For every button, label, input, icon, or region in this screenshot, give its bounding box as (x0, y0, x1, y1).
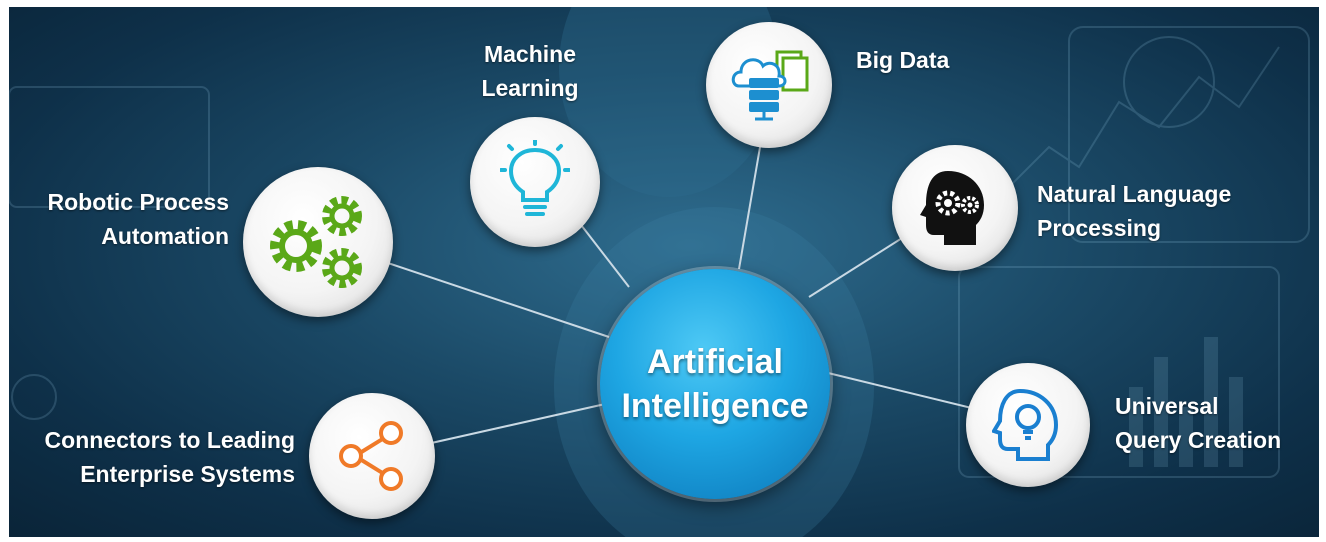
head-gears-icon (920, 171, 984, 245)
connectors-node (309, 393, 435, 519)
diagram-canvas: Machine Learning Big Data (9, 7, 1319, 537)
connectors-line2: Enterprise Systems (80, 461, 295, 487)
cloud-server-icon (731, 50, 809, 121)
universal-query-creation-node (966, 363, 1090, 487)
universal-query-line2: Query Creation (1115, 427, 1282, 453)
share-icon (339, 421, 403, 491)
gears-icon (270, 196, 362, 288)
big-data-line1: Big Data (856, 47, 950, 73)
hub-title-line2: Intelligence (621, 387, 809, 425)
big-data-node (706, 22, 832, 148)
big-data-label: Big Data (856, 43, 949, 77)
natural-language-processing-node (892, 145, 1018, 271)
head-bulb-icon (992, 388, 1059, 461)
natural-language-line1: Natural Language (1037, 181, 1232, 207)
robotic-process-automation-node (243, 167, 393, 317)
connectors-label: Connectors to Leading Enterprise Systems (15, 423, 295, 491)
robotic-process-automation-label: Robotic Process Automation (19, 185, 230, 253)
robotic-process-line2: Automation (101, 223, 229, 249)
lightbulb-icon (500, 140, 570, 216)
natural-language-line2: Processing (1037, 215, 1161, 241)
machine-learning-line1: Machine (483, 41, 577, 67)
artificial-intelligence-hub: Artificial Intelligence (600, 269, 830, 499)
robotic-process-line1: Robotic Process (47, 189, 230, 215)
machine-learning-label: Machine Learning (465, 37, 595, 105)
natural-language-processing-label: Natural Language Processing (1037, 177, 1231, 245)
machine-learning-line2: Learning (481, 75, 579, 101)
universal-query-creation-label: Universal Query Creation (1115, 389, 1281, 457)
machine-learning-node (470, 117, 600, 247)
connectors-line1: Connectors to Leading (44, 427, 295, 453)
universal-query-line1: Universal (1115, 393, 1219, 419)
hub-title-line1: Artificial (646, 343, 784, 381)
